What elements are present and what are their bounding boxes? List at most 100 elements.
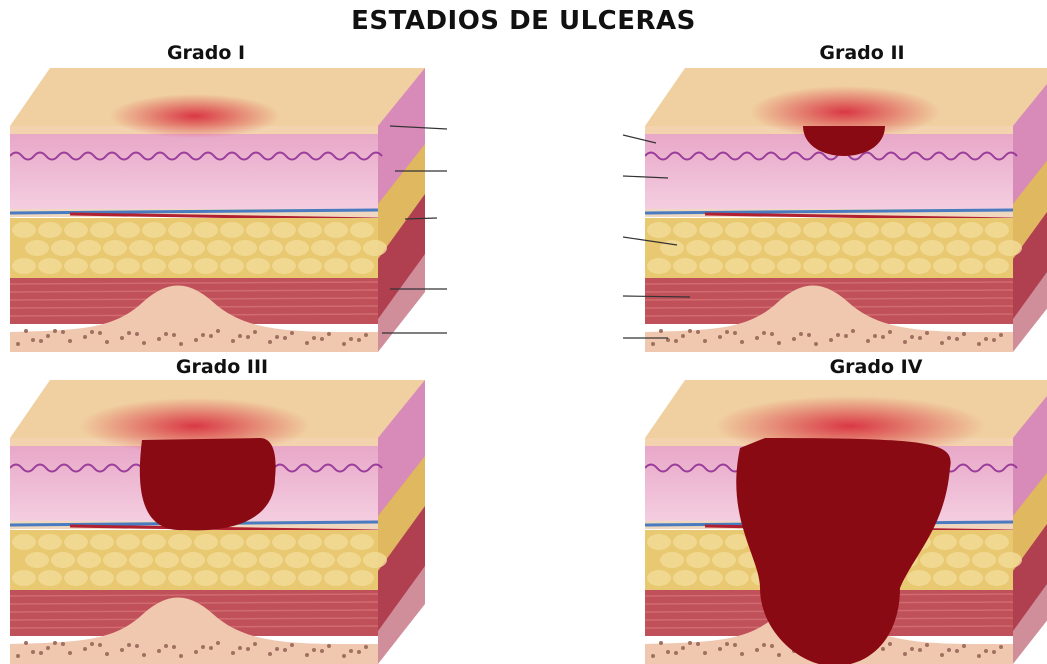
bone-pore (164, 332, 168, 336)
fat-cell (90, 570, 114, 586)
bone-pore (718, 647, 722, 651)
bone-pore (61, 330, 65, 334)
bone-pore (327, 332, 331, 336)
fat-cell (194, 258, 218, 274)
bone-pore (836, 333, 840, 337)
bone-pore (947, 648, 951, 652)
bone-pore (740, 340, 744, 344)
fat-cell (233, 240, 257, 256)
fat-cell (311, 552, 335, 568)
bone-pore (231, 651, 235, 655)
bone-pore (127, 331, 131, 335)
bone-pore (984, 337, 988, 341)
fat-cell (168, 222, 192, 238)
fat-cell (350, 258, 374, 274)
fat-cell (116, 222, 140, 238)
bone-pore (305, 341, 309, 345)
fat-cell (764, 240, 788, 256)
fat-cell (855, 222, 879, 238)
bone-pore (305, 653, 309, 657)
fat-cell (660, 552, 684, 568)
bone-pore (829, 338, 833, 342)
fat-cell (985, 534, 1009, 550)
bone-pore (83, 335, 87, 339)
fat-cell (686, 240, 710, 256)
bone-pore (696, 642, 700, 646)
bone-pore (681, 334, 685, 338)
bone-pore (164, 644, 168, 648)
bone-pore (357, 338, 361, 342)
fat-cell (64, 534, 88, 550)
fat-cell (751, 258, 775, 274)
fat-cell (64, 222, 88, 238)
fat-cell (881, 258, 905, 274)
bone-pore (696, 330, 700, 334)
fat-cell (699, 570, 723, 586)
grade-3-skin-diagram (10, 376, 425, 664)
bone-pore (216, 329, 220, 333)
fat-cell (207, 240, 231, 256)
bone-pore (194, 650, 198, 654)
bone-pore (977, 342, 981, 346)
bone-pore (179, 654, 183, 658)
fat-cell (298, 570, 322, 586)
fat-cell (337, 552, 361, 568)
bone-pore (24, 641, 28, 645)
fat-cell (842, 240, 866, 256)
fat-cell (790, 240, 814, 256)
bone-pore (179, 342, 183, 346)
fat-cell (868, 240, 892, 256)
bone-pore (39, 651, 43, 655)
fat-cell (959, 570, 983, 586)
fat-cell (907, 222, 931, 238)
bone-pore (777, 653, 781, 657)
bone-pore (792, 337, 796, 341)
bone-pore (962, 332, 966, 336)
fat-cell (816, 240, 840, 256)
fat-cell (25, 552, 49, 568)
fat-cell (933, 258, 957, 274)
bone-pore (807, 333, 811, 337)
bone-pore (955, 337, 959, 341)
fat-cell (933, 222, 957, 238)
grade-1-skin-diagram (10, 64, 425, 352)
bone-pore (24, 329, 28, 333)
fat-cell (337, 240, 361, 256)
fat-cell (142, 570, 166, 586)
fat-cell (647, 534, 671, 550)
bone-pore (703, 651, 707, 655)
fat-cell (881, 222, 905, 238)
fat-cell (272, 570, 296, 586)
fat-cell (168, 258, 192, 274)
fat-cell (985, 570, 1009, 586)
bone-pore (172, 645, 176, 649)
fat-cell (298, 534, 322, 550)
fat-cell (751, 222, 775, 238)
bone-pore (910, 335, 914, 339)
bone-pore (142, 653, 146, 657)
bone-pore (53, 641, 57, 645)
bone-pore (844, 334, 848, 338)
fat-cell (38, 222, 62, 238)
bone-pore (888, 642, 892, 646)
fat-cell (246, 534, 270, 550)
bone-pore (290, 643, 294, 647)
fat-cell (933, 534, 957, 550)
fat-cell (194, 570, 218, 586)
bone-pore (253, 330, 257, 334)
bone-pore (681, 646, 685, 650)
fat-cell (647, 258, 671, 274)
bone-pore (342, 654, 346, 658)
bone-pore (666, 338, 670, 342)
bone-pore (881, 335, 885, 339)
fat-cell (712, 552, 736, 568)
bone-pore (209, 646, 213, 650)
bone-pore (866, 339, 870, 343)
fat-cell (90, 258, 114, 274)
bone-pore (31, 650, 35, 654)
bone-pore (320, 649, 324, 653)
bone-pore (83, 647, 87, 651)
bone-pore (925, 331, 929, 335)
fat-cell (363, 552, 387, 568)
fat-cell (38, 258, 62, 274)
